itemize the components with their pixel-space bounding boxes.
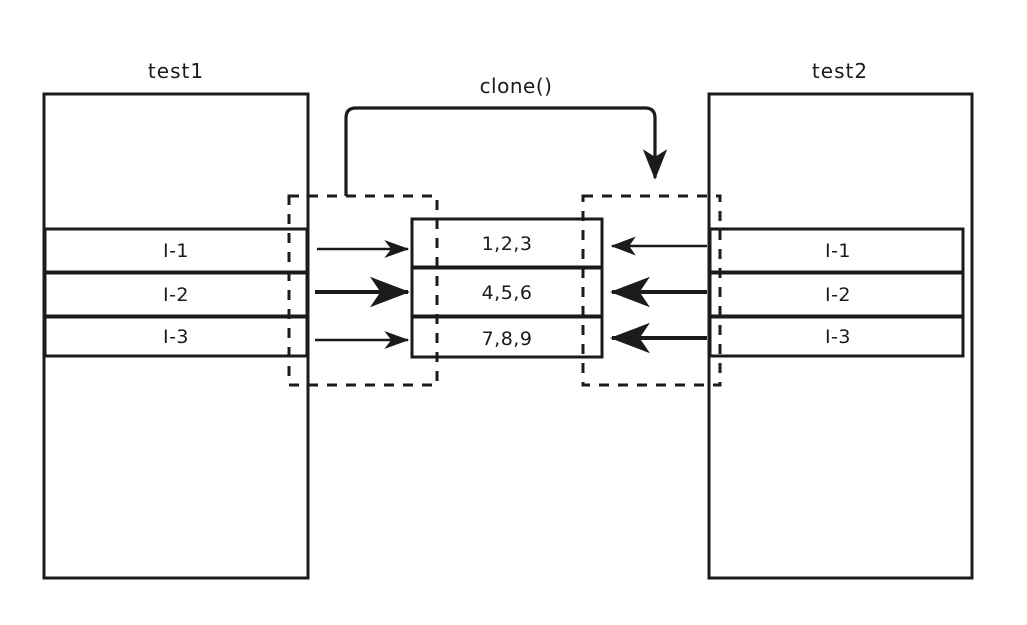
right-dashed-region — [581, 194, 722, 387]
center-row-box-3[interactable] — [410, 315, 604, 359]
left-row-label-1: I-1 — [163, 240, 189, 262]
right-row-label-3: I-3 — [825, 326, 851, 348]
center-row-label-1: 1,2,3 — [482, 233, 533, 255]
center-row-box-2[interactable] — [410, 266, 604, 318]
right-row-label-1: I-1 — [825, 240, 851, 262]
left-row-label-2: I-2 — [163, 284, 189, 306]
center-row-label-3: 7,8,9 — [482, 328, 533, 350]
right-container-title: test2 — [812, 59, 868, 83]
clone-arrow-label: clone() — [480, 74, 553, 98]
right-row-box-3[interactable] — [708, 315, 965, 358]
center-row-label-2: 4,5,6 — [482, 282, 533, 304]
right-row-label-2: I-2 — [825, 284, 851, 306]
left-container-title: test1 — [148, 59, 204, 83]
right-row-box-1[interactable] — [708, 227, 965, 274]
left-row-box-3[interactable] — [43, 315, 309, 358]
left-dashed-region — [287, 194, 439, 387]
left-row-label-3: I-3 — [163, 326, 189, 348]
clone-arrow-path — [344, 106, 668, 196]
